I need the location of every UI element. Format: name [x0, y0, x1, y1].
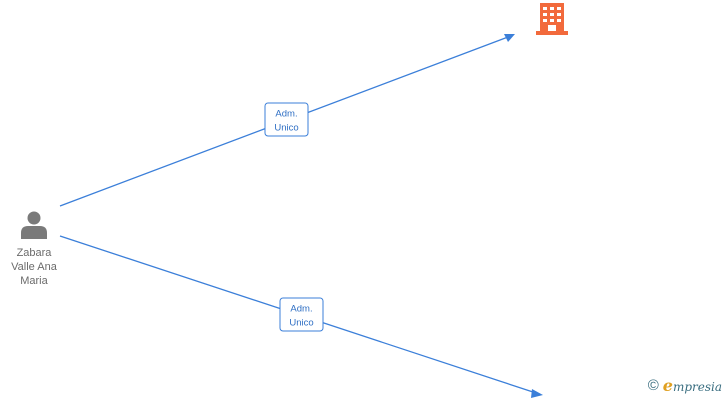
person-name-line-2: Valle Ana — [11, 261, 57, 273]
brand-initial: e — [662, 375, 673, 395]
arrowhead-icon — [531, 389, 543, 398]
person-name[interactable]: Zabara Valle Ana Maria — [0, 246, 68, 288]
building-icon[interactable] — [536, 3, 568, 35]
edge-label-box[interactable] — [264, 102, 309, 137]
copyright-icon: © — [647, 377, 659, 394]
empresia-logo: © empresia — [648, 376, 722, 396]
edge-label-line-1: Adm. — [275, 109, 297, 120]
person-name-line-3: Maria — [20, 275, 48, 287]
brand-rest: mpresia — [672, 379, 722, 394]
edge-label-box[interactable] — [279, 297, 324, 332]
edge-label-line-2: Unico — [274, 123, 298, 134]
edge-label-line-2: Unico — [289, 318, 313, 329]
person-name-line-1: Zabara — [16, 247, 52, 259]
edge-label-line-1: Adm. — [290, 304, 312, 315]
edge-adm-unico-1: Adm. Unico — [59, 34, 515, 207]
arrowhead-icon — [504, 34, 515, 42]
person-icon[interactable] — [21, 211, 47, 240]
edge-adm-unico-2: Adm. Unico — [59, 235, 543, 398]
brand-name: empresia — [663, 376, 722, 397]
